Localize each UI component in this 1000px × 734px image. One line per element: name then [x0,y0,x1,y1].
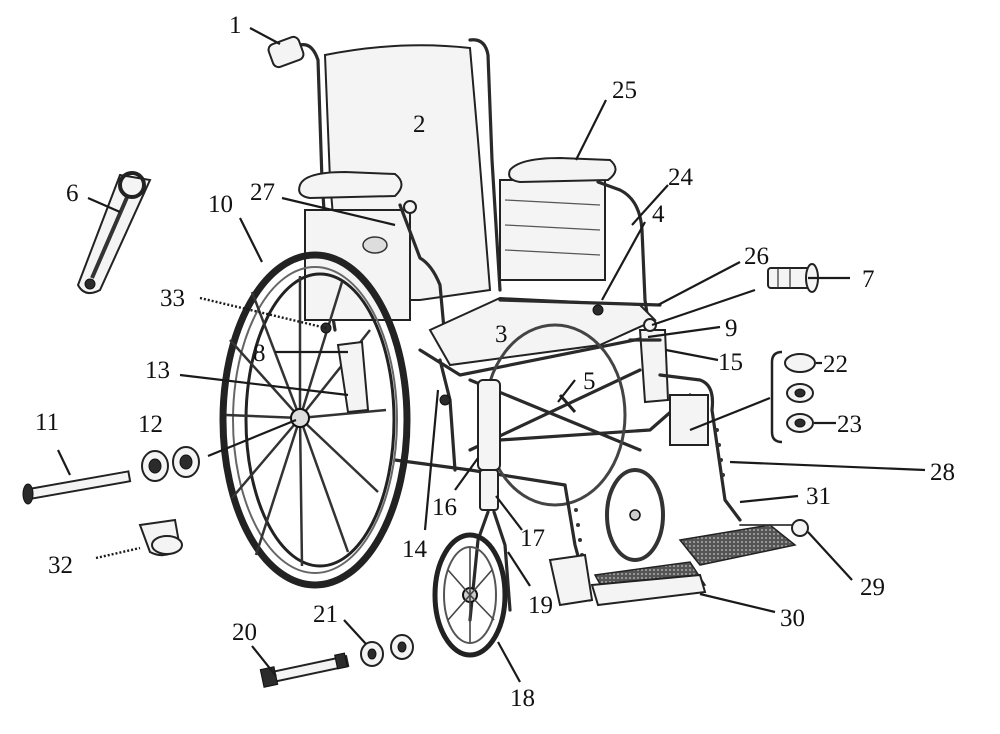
callout-10: 10 [208,191,233,218]
callout-17: 17 [520,525,545,552]
part-11-axle [22,470,132,505]
far-side-panel-ribs [504,199,601,256]
part-32-cap [138,518,183,557]
callout-3: 3 [495,321,508,348]
callout-32: 32 [48,552,73,579]
leader-lines [57,27,926,683]
callout-22: 22 [823,351,848,378]
wheelchair-illustration [219,35,809,658]
hanger-lock-block [669,394,709,446]
far-side-panel [499,179,606,281]
footrest-end-cap-29 [791,519,809,537]
seat-upholstery [428,296,657,367]
callout-8: 8 [253,340,266,367]
callout-12: 12 [138,411,163,438]
callout-5: 5 [583,368,596,395]
callout-23: 23 [837,411,862,438]
callout-21: 21 [313,601,338,628]
callout-6: 6 [66,180,79,207]
near-arm-tube [398,203,447,342]
callout-18: 18 [510,685,535,712]
callout-7: 7 [862,266,875,293]
left-back-cane [298,42,337,332]
callout-24: 24 [668,164,694,191]
callout-33: 33 [160,285,185,312]
callout-2: 2 [413,111,426,138]
callout-13: 13 [145,357,170,384]
far-caster-housing [638,329,670,404]
footrest-hanger-far [658,373,742,522]
far-arm-tube [596,180,650,322]
part-21-bearings [360,634,414,667]
caster-stem-bearing [479,469,499,511]
callout-19: 19 [528,592,553,619]
heel-strap-rod-30 [590,573,707,607]
callout-29: 29 [860,574,885,601]
seat-guide-26 [643,318,657,332]
callout-20: 20 [232,619,257,646]
callout-28: 28 [930,459,955,486]
part-6-arm-bracket [76,171,152,295]
handgrip [267,35,305,69]
part-20-bolt [259,652,350,688]
caster-fork-far [492,510,512,612]
callout-15: 15 [718,349,743,376]
far-front-caster [605,468,665,562]
front-caster [432,532,508,658]
hanger-adjust-holes [574,428,725,557]
seat-rail-far [498,298,662,307]
footrest-clamp [548,553,594,607]
callout-25: 25 [612,77,637,104]
part-22-23-stack [770,350,816,444]
front-frame-near [438,358,457,472]
brace-pivot [439,394,451,406]
callout-9: 9 [725,315,738,342]
callout-26: 26 [744,243,769,270]
near-rear-wheel [219,251,411,589]
seat-rail-near [418,333,662,377]
callout-27: 27 [250,179,275,206]
right-back-cane [468,38,502,292]
callout-31: 31 [806,483,831,510]
callout-4: 4 [652,201,665,228]
brand-logo [362,236,388,254]
caster-fork-housing [477,379,501,471]
armrest-release-knob [403,200,417,214]
far-armrest-pad [508,156,617,184]
callout-numbers: 1 2 3 4 5 6 7 8 9 10 11 12 13 14 15 16 1… [35,12,955,712]
footplate-far [678,524,797,566]
callout-1: 1 [229,12,242,39]
part-12-bearings [141,446,200,482]
callout-30: 30 [780,605,805,632]
callout-11: 11 [35,409,59,436]
callout-16: 16 [432,494,457,521]
near-armrest-pad [298,170,403,200]
seat-guide-4 [592,304,604,316]
lower-frame-far [498,393,692,442]
callout-14: 14 [402,536,428,563]
near-side-panel [304,209,411,321]
